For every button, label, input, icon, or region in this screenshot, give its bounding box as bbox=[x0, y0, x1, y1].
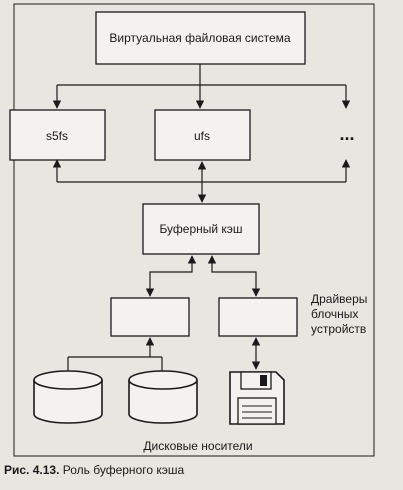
disk-2-icon bbox=[128, 370, 198, 424]
ufs-box bbox=[154, 109, 251, 161]
cache-driver1-arrow bbox=[145, 255, 197, 297]
disk-driver-box bbox=[110, 297, 190, 337]
drivers-label-line-1: Драйверы bbox=[311, 292, 367, 306]
floppy-driver-box bbox=[218, 297, 298, 337]
more-fs-label: ... bbox=[339, 124, 354, 144]
disk-media-label: Дисковые носители bbox=[143, 439, 252, 453]
s5fs-label: s5fs bbox=[46, 129, 68, 143]
figure-number: Рис. 4.13. bbox=[4, 463, 60, 477]
figure-caption-text: Роль буферного кэша bbox=[62, 463, 185, 477]
disk-1-icon bbox=[33, 370, 103, 424]
cache-driver2-arrow bbox=[207, 255, 261, 297]
drivers-label-line-2: блочных bbox=[311, 307, 358, 321]
buffer-cache-label: Буферный кэш bbox=[159, 222, 242, 236]
figure-caption: Рис. 4.13. Роль буферного кэша bbox=[4, 463, 184, 477]
drivers-label-line-3: устройств bbox=[311, 322, 366, 336]
vfs-label: Виртуальная файловая система bbox=[109, 31, 290, 45]
floppy-icon bbox=[229, 371, 285, 425]
ufs-label: ufs bbox=[194, 129, 210, 143]
diagram-frame bbox=[13, 3, 375, 457]
buffer-cache-box bbox=[142, 203, 260, 255]
